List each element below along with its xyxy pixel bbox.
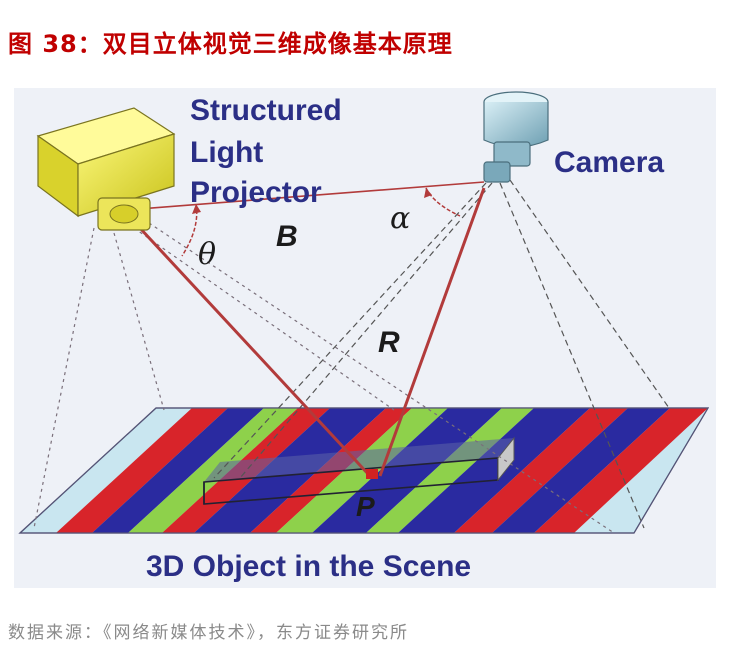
camera-icon: [483, 91, 549, 183]
range-label: R: [378, 326, 400, 359]
figure-source: 数据来源：《网络新媒体技术》，东方证券研究所: [8, 623, 409, 643]
camera-fov-lines: [213, 179, 670, 529]
scene-label: 3D Object in the Scene: [146, 550, 471, 583]
stripe-red-5: [534, 408, 708, 533]
stripe-red-1: [56, 408, 228, 533]
projector-label-line-2: Light: [190, 136, 263, 169]
point-label: P: [356, 491, 375, 522]
scene-plane: [18, 407, 710, 534]
projector-label-line-1: Structured: [190, 94, 342, 127]
projector-fov-lines: [33, 222, 615, 534]
stripe-blue-3: [312, 408, 502, 533]
point-marker: [366, 469, 378, 479]
stripe-blue-5: [492, 408, 670, 533]
angle-theta-label: θ: [198, 237, 216, 272]
angle-alpha-arc: [425, 187, 461, 217]
camera-ray: [378, 187, 486, 477]
angle-theta-arc: [181, 203, 198, 257]
stripe-green-3: [366, 408, 534, 533]
stereo-vision-diagram: Structured Light Projector Camera B R θ …: [18, 91, 710, 583]
stripe-red-4: [454, 408, 628, 533]
stripe-green-2: [276, 408, 448, 533]
stripe-blue-1: [92, 408, 264, 533]
stripe-blue-4: [398, 408, 590, 533]
stripe-green-1: [128, 408, 298, 533]
camera-label: Camera: [554, 146, 664, 179]
diagram-panel: Structured Light Projector Camera B R θ …: [14, 88, 716, 588]
figure-title: 图 38：双目立体视觉三维成像基本原理: [8, 30, 453, 58]
angle-alpha-label: α: [390, 201, 410, 236]
projector-ray: [124, 211, 372, 478]
projector-label-line-3: Projector: [190, 176, 322, 209]
scene-object: [203, 436, 515, 505]
baseline-line: [125, 181, 485, 211]
baseline-label: B: [276, 220, 298, 253]
projector-icon: [36, 107, 176, 231]
